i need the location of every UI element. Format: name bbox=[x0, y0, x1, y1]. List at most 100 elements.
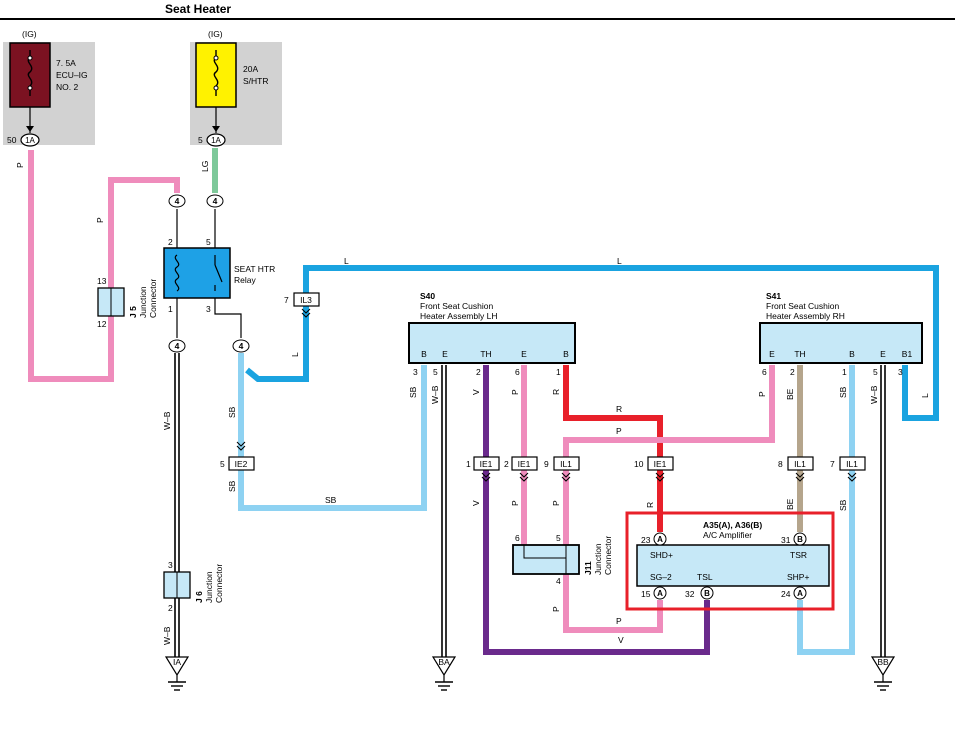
svg-text:15: 15 bbox=[641, 589, 651, 599]
pin-number: 6 bbox=[515, 367, 520, 377]
relay-switch-icon bbox=[214, 264, 223, 283]
junction-label-2: Connector bbox=[214, 564, 224, 603]
wire-label-sb: SB bbox=[838, 499, 848, 511]
svg-text:10: 10 bbox=[634, 459, 644, 469]
fuse-rating: 7. 5A bbox=[56, 58, 76, 68]
amp-pin-15: A15 bbox=[641, 586, 667, 600]
fuse-ecu-ig: (IG) 7. 5A ECU–IG NO. 2 1A 50 bbox=[3, 29, 95, 147]
wire-label-p: P bbox=[510, 389, 520, 395]
wire-label-sb: SB bbox=[325, 495, 337, 505]
amp-pin-23: A23 bbox=[641, 532, 667, 546]
svg-text:A: A bbox=[657, 535, 663, 544]
terminal: TSL bbox=[697, 572, 713, 582]
wire-p-j5-relay bbox=[108, 177, 180, 288]
svg-text:BA: BA bbox=[438, 657, 450, 667]
connector-4-b: 4 bbox=[206, 194, 224, 208]
component-name: Front Seat Cushion bbox=[420, 301, 494, 311]
terminal: TH bbox=[794, 349, 805, 359]
component-code: A35(A), A36(B) bbox=[703, 520, 762, 530]
wire-p-j11-sg2 bbox=[563, 574, 663, 633]
pin-number: 2 bbox=[476, 367, 481, 377]
pin-number: 3 bbox=[413, 367, 418, 377]
junction-label: Junction bbox=[204, 571, 214, 603]
svg-text:IE1: IE1 bbox=[654, 459, 667, 469]
wire-sb-relay-s40 bbox=[238, 365, 427, 511]
svg-text:9: 9 bbox=[544, 459, 549, 469]
connector-ie1-1: IE1 1 bbox=[466, 456, 500, 482]
terminal: TH bbox=[480, 349, 491, 359]
wire-label-v: V bbox=[618, 635, 624, 645]
connector-name: IE2 bbox=[235, 459, 248, 469]
wire-label-l: L bbox=[344, 256, 349, 266]
junction-pin: 12 bbox=[97, 319, 107, 329]
wire-label-be: BE bbox=[785, 388, 795, 400]
svg-text:IE1: IE1 bbox=[480, 459, 493, 469]
wire-label-wb: W–B bbox=[430, 385, 440, 404]
junction-label-2: Connector bbox=[148, 279, 158, 318]
wire-color-labels: P P LG W–B W–B L L L L SB SB SB SB W–B V… bbox=[15, 161, 930, 645]
wire-label-r: R bbox=[551, 389, 561, 395]
wire-label-lg: LG bbox=[200, 161, 210, 172]
component-name-2: Heater Assembly RH bbox=[766, 311, 845, 321]
junction-pin: 13 bbox=[97, 276, 107, 286]
wire-label-sb: SB bbox=[227, 480, 237, 492]
relay-body bbox=[163, 247, 231, 299]
terminal: SHP+ bbox=[787, 572, 809, 582]
wire-label-p: P bbox=[616, 426, 622, 436]
wire-r-s40-shd bbox=[563, 365, 663, 532]
connector-pin: 7 bbox=[284, 295, 289, 305]
relay-pin: 1 bbox=[168, 304, 173, 314]
pin-number: 2 bbox=[790, 367, 795, 377]
component-code: S40 bbox=[420, 291, 435, 301]
svg-text:IA: IA bbox=[173, 657, 181, 667]
fuse-rating: 20A bbox=[243, 64, 258, 74]
connector-4-c: 4 bbox=[168, 339, 186, 353]
relay-name: SEAT HTR bbox=[234, 264, 275, 274]
connector-pin: 5 bbox=[220, 459, 225, 469]
fuse-s-htr: (IG) 20A S/HTR 1A 5 bbox=[190, 29, 282, 147]
amp-pin-31: B31 bbox=[781, 532, 807, 546]
wire-label-l: L bbox=[617, 256, 622, 266]
terminal: B1 bbox=[902, 349, 913, 359]
svg-text:IL1: IL1 bbox=[846, 459, 858, 469]
connector-4-ovals: 4 4 4 4 bbox=[168, 194, 250, 353]
wire-p-fuse1-j5 bbox=[28, 150, 114, 382]
junction-pin: 4 bbox=[556, 576, 561, 586]
amp-pin-32: B32 bbox=[685, 586, 714, 600]
svg-text:32: 32 bbox=[685, 589, 695, 599]
junction-pin: 2 bbox=[168, 603, 173, 613]
connector-row: IE1 1 IE1 2 IL1 9 IE1 10 IL1 8 bbox=[466, 456, 866, 482]
component-name-2: Heater Assembly LH bbox=[420, 311, 497, 321]
svg-text:IL1: IL1 bbox=[560, 459, 572, 469]
pin-number: 6 bbox=[762, 367, 767, 377]
terminal: TSR bbox=[790, 550, 807, 560]
wire-label-wb: W–B bbox=[162, 626, 172, 645]
terminal: B bbox=[563, 349, 569, 359]
svg-text:A: A bbox=[797, 589, 803, 598]
s41-heater-assembly-rh: S41 Front Seat Cushion Heater Assembly R… bbox=[759, 291, 923, 377]
junction-j11: 6 5 4 J11 Junction Connector bbox=[512, 533, 613, 586]
component-code: S41 bbox=[766, 291, 781, 301]
fuse-name: S/HTR bbox=[243, 76, 269, 86]
wire-label-p: P bbox=[551, 606, 561, 612]
wire-l-relay-s41 bbox=[245, 265, 939, 421]
terminal: B bbox=[849, 349, 855, 359]
svg-text:24: 24 bbox=[781, 589, 791, 599]
connector-il1-7: IL1 7 bbox=[830, 456, 866, 482]
seat-htr-relay: 2 5 1 3 SEAT HTR Relay bbox=[163, 237, 275, 314]
terminal: B bbox=[421, 349, 427, 359]
ground-bb: BB bbox=[871, 656, 895, 691]
connector-oval bbox=[20, 133, 40, 147]
svg-text:4: 4 bbox=[213, 196, 218, 206]
svg-text:31: 31 bbox=[781, 535, 791, 545]
wire-label-p: P bbox=[15, 162, 25, 168]
svg-text:1: 1 bbox=[466, 459, 471, 469]
terminal: E bbox=[521, 349, 527, 359]
wire-label-wb: W–B bbox=[869, 385, 879, 404]
fuse-name: ECU–IG bbox=[56, 70, 88, 80]
svg-text:IL1: IL1 bbox=[794, 459, 806, 469]
junction-j6: 3 2 J 6 Junction Connector bbox=[163, 560, 224, 613]
wire-p-s41-j11 bbox=[563, 365, 775, 545]
fuse-element-icon bbox=[27, 50, 33, 96]
